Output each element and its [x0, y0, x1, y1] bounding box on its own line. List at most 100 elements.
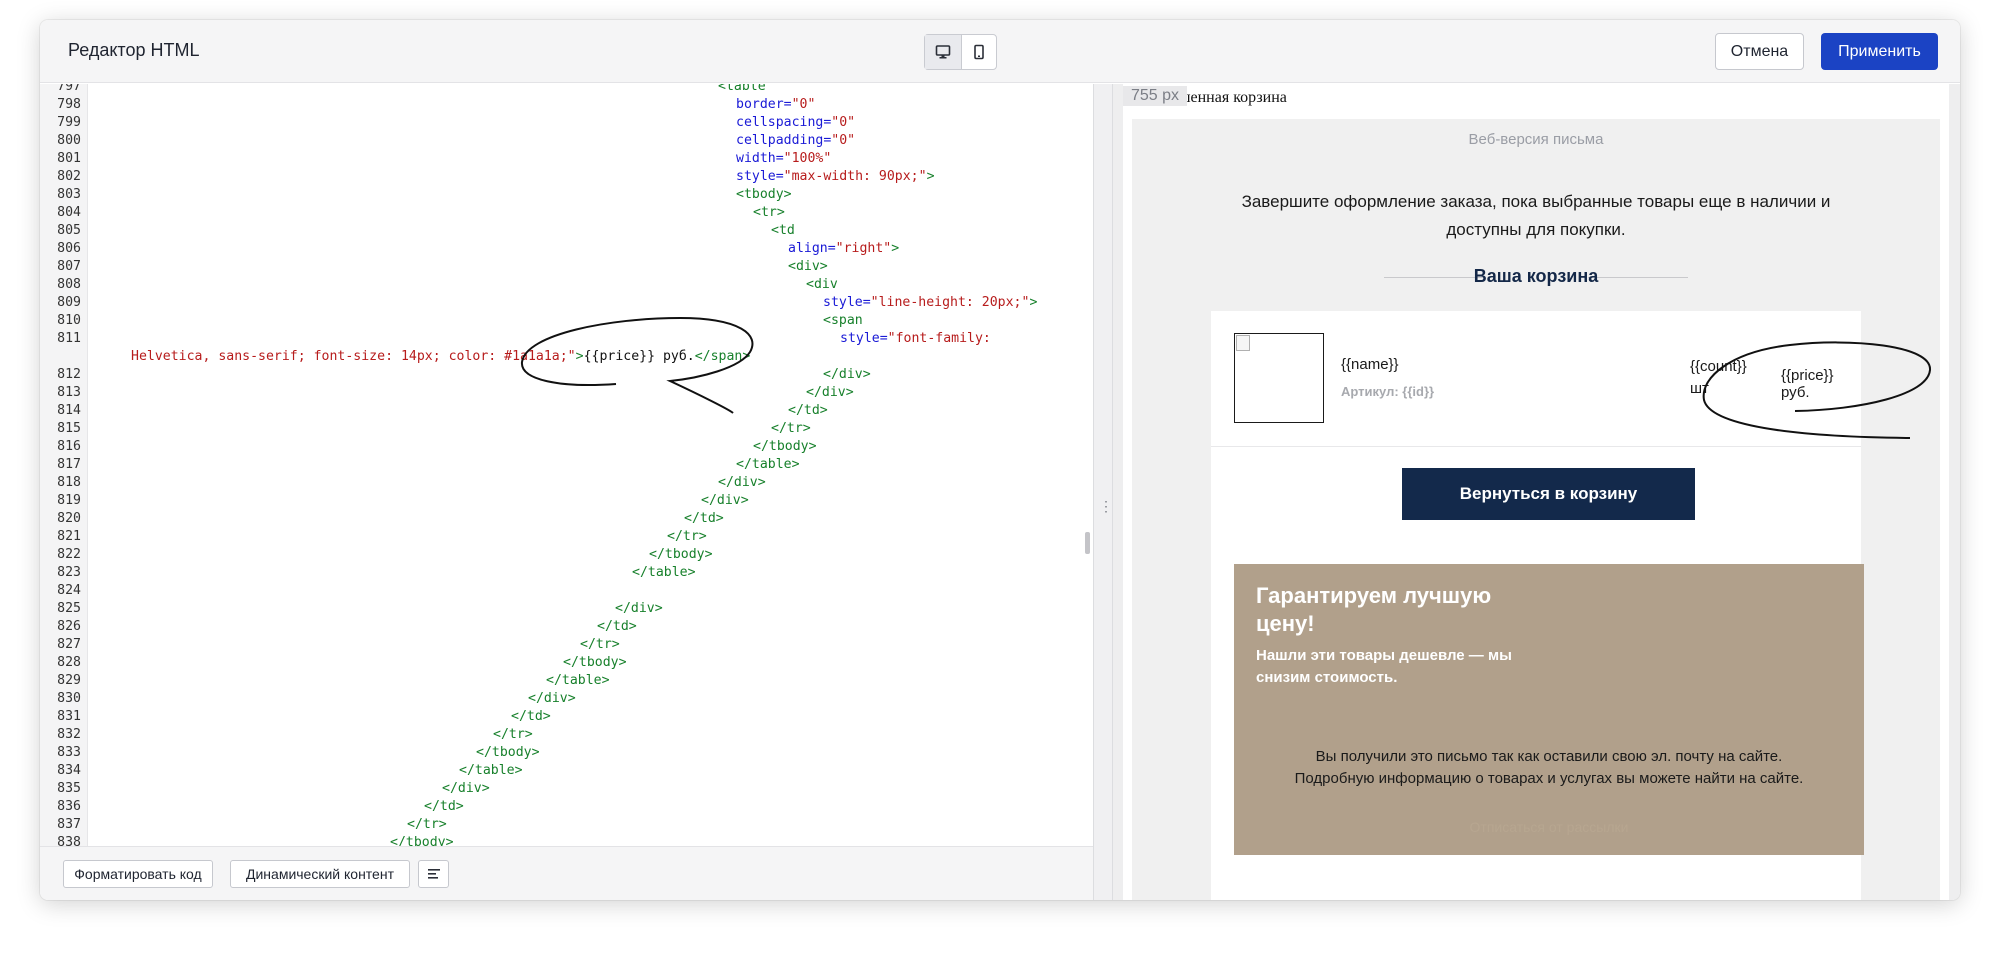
- code-line[interactable]: 813</div>: [40, 384, 1093, 402]
- code-line[interactable]: 819</div>: [40, 492, 1093, 510]
- code-token: </div>: [701, 493, 749, 508]
- pane-splitter[interactable]: ⋮⋮: [1093, 84, 1127, 900]
- heading-divider-right: [1588, 277, 1688, 278]
- line-number: 801: [57, 151, 81, 166]
- code-token: </tbody>: [563, 655, 627, 670]
- code-line[interactable]: 827</tr>: [40, 636, 1093, 654]
- code-line[interactable]: 809 style="line-height: 20px;">: [40, 294, 1093, 312]
- code-line[interactable]: 829</table>: [40, 672, 1093, 690]
- code-line[interactable]: 826</td>: [40, 618, 1093, 636]
- code-line[interactable]: 828</tbody>: [40, 654, 1093, 672]
- line-number: 825: [57, 601, 81, 616]
- line-number: 831: [57, 709, 81, 724]
- code-token: <td: [771, 223, 795, 238]
- code-line[interactable]: 833</tbody>: [40, 744, 1093, 762]
- code-line[interactable]: 815</tr>: [40, 420, 1093, 438]
- line-number: 811: [57, 331, 81, 346]
- code-line[interactable]: 831 </td>: [40, 708, 1093, 726]
- code-token: </tbody>: [753, 439, 817, 454]
- code-line[interactable]: 821</tr>: [40, 528, 1093, 546]
- code-token: cellspacing=: [736, 115, 832, 130]
- email-intro-text: Завершите оформление заказа, пока выбран…: [1241, 192, 1831, 239]
- back-to-cart-button[interactable]: Вернуться в корзину: [1402, 468, 1695, 520]
- dynamic-content-button[interactable]: Динамический контент: [230, 860, 410, 888]
- code-line[interactable]: 836</td>: [40, 798, 1093, 816]
- code-line[interactable]: 824: [40, 582, 1093, 600]
- email-card: {{name}} Артикул: {{id}} {{count}} шт {{…: [1211, 311, 1864, 900]
- code-line[interactable]: 804<tr>: [40, 204, 1093, 222]
- line-number: 824: [57, 583, 81, 598]
- web-version-link[interactable]: Веб-версия письма: [1468, 131, 1604, 148]
- code-text: <tr>: [753, 204, 785, 222]
- code-line[interactable]: 835</div>: [40, 780, 1093, 798]
- code-line[interactable]: 818</div>: [40, 474, 1093, 492]
- code-line[interactable]: 805 <td: [40, 222, 1093, 240]
- code-token: <table: [718, 84, 766, 94]
- code-token: style=: [736, 169, 784, 184]
- code-text: </td>: [511, 708, 551, 726]
- apply-button[interactable]: Применить: [1821, 33, 1938, 70]
- line-number: 799: [57, 115, 81, 130]
- code-line[interactable]: Helvetica, sans-serif; font-size: 14px; …: [40, 348, 1093, 366]
- code-token: <div: [806, 277, 838, 292]
- code-line[interactable]: 830</div>: [40, 690, 1093, 708]
- line-number: 805: [57, 223, 81, 238]
- editor-scrollbar-thumb[interactable]: [1085, 532, 1090, 554]
- code-text: </tbody>: [390, 834, 454, 846]
- code-text: <div: [806, 276, 838, 294]
- code-token: "0": [831, 133, 856, 148]
- code-text: style="line-height: 20px;">: [823, 294, 1037, 312]
- code-line[interactable]: 803<tbody>: [40, 186, 1093, 204]
- device-toggle: [924, 34, 997, 70]
- code-line[interactable]: 825</div>: [40, 600, 1093, 618]
- code-line[interactable]: 823</table>: [40, 564, 1093, 582]
- product-count: {{count}} шт: [1690, 358, 1747, 397]
- line-number: 834: [57, 763, 81, 778]
- code-token: </div>: [718, 475, 766, 490]
- code-line[interactable]: 834</table>: [40, 762, 1093, 780]
- desktop-view-button[interactable]: [925, 35, 961, 69]
- code-line[interactable]: 817</table>: [40, 456, 1093, 474]
- code-token: >: [1029, 295, 1038, 310]
- line-number: 809: [57, 295, 81, 310]
- code-line[interactable]: 822</tbody>: [40, 546, 1093, 564]
- email-body: Веб-версия письма Завершите оформление з…: [1132, 119, 1940, 900]
- code-text: </tbody>: [649, 546, 713, 564]
- code-text: </tr>: [407, 816, 447, 834]
- code-text: <tbody>: [736, 186, 792, 204]
- cancel-button[interactable]: Отмена: [1715, 33, 1804, 70]
- format-code-button[interactable]: Форматировать код: [63, 860, 213, 888]
- heading-divider-left: [1384, 277, 1484, 278]
- code-token: </span>: [694, 349, 751, 364]
- code-text: </tr>: [493, 726, 533, 744]
- code-line[interactable]: 838</tbody>: [40, 834, 1093, 846]
- editor-toolbar: Форматировать код Динамический контент: [40, 846, 1093, 900]
- code-line[interactable]: 837</tr>: [40, 816, 1093, 834]
- code-line[interactable]: 832</tr>: [40, 726, 1093, 744]
- code-line[interactable]: 820</td>: [40, 510, 1093, 528]
- code-line[interactable]: 808<div: [40, 276, 1093, 294]
- product-image: [1234, 333, 1324, 423]
- unsubscribe-link[interactable]: Отписаться от рассылки: [1469, 819, 1629, 835]
- code-line[interactable]: 797<table: [40, 84, 1093, 96]
- code-line[interactable]: 816</tbody>: [40, 438, 1093, 456]
- mobile-view-button[interactable]: [960, 35, 997, 69]
- code-token: </div>: [528, 691, 576, 706]
- code-line[interactable]: 810<span: [40, 312, 1093, 330]
- text-wrap-button[interactable]: [418, 860, 449, 888]
- code-token: "0": [791, 97, 816, 112]
- code-line[interactable]: 807<div>: [40, 258, 1093, 276]
- code-line[interactable]: 814</td>: [40, 402, 1093, 420]
- code-line[interactable]: 812</div>: [40, 366, 1093, 384]
- code-token: </div>: [442, 781, 490, 796]
- email-preview-pane[interactable]: Брошенная корзина 755 px Веб-версия пись…: [1113, 84, 1960, 900]
- code-text: <span: [823, 312, 863, 330]
